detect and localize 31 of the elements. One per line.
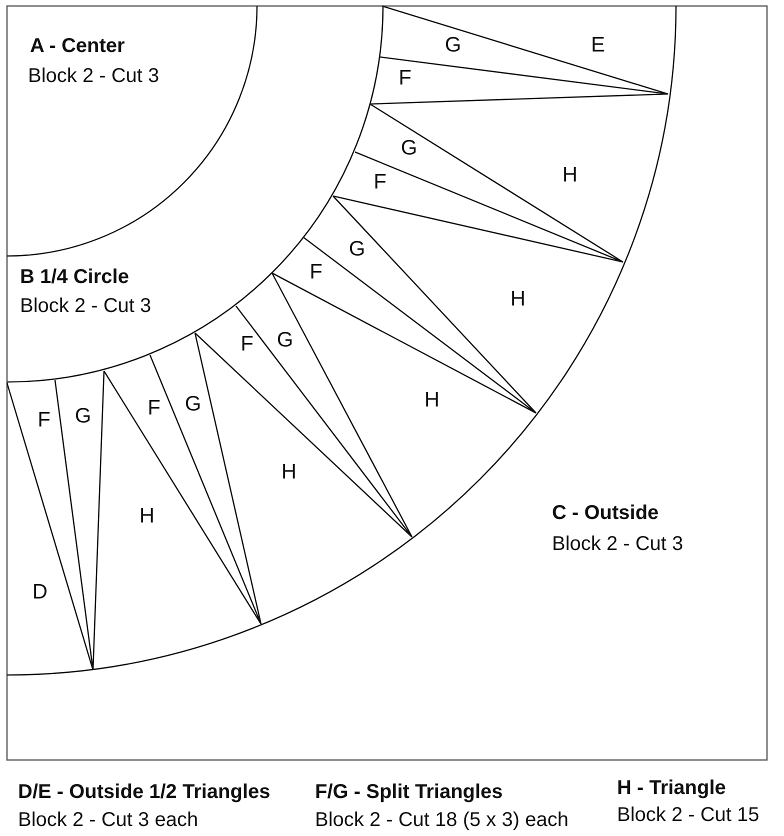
piece-letter: H <box>424 388 440 412</box>
piece-heading: D/E - Outside 1/2 Triangles <box>18 781 270 803</box>
piece-letter: H <box>139 504 155 528</box>
cut-instruction: Block 2 - Cut 3 <box>20 295 152 317</box>
piece-letter: F <box>398 66 412 90</box>
piece-letter: F <box>38 408 50 432</box>
piece-letter: F <box>310 260 322 284</box>
piece-letter: D <box>32 580 48 604</box>
piece-letter: F <box>148 396 160 420</box>
piece-heading: F/G - Split Triangles <box>315 781 503 803</box>
piece-letter: H <box>562 163 578 187</box>
piece-letter: H <box>281 460 297 484</box>
piece-letter: G <box>348 237 366 261</box>
piece-letter: H <box>510 287 526 311</box>
piece-heading: C - Outside <box>552 502 659 524</box>
piece-heading: B 1/4 Circle <box>20 266 129 288</box>
cut-instruction: Block 2 - Cut 3 <box>552 533 684 555</box>
piece-letter: G <box>276 328 294 352</box>
piece-letter: G <box>184 392 202 416</box>
piece-letter: F <box>374 170 386 194</box>
piece-letter: G <box>444 33 462 57</box>
piece-letter: G <box>400 136 418 160</box>
cut-instruction: Block 2 - Cut 3 <box>28 65 160 87</box>
piece-letter: E <box>591 33 605 57</box>
piece-letter: G <box>74 404 92 428</box>
cut-instruction: Block 2 - Cut 15 <box>617 804 760 826</box>
piece-letter: F <box>240 332 254 356</box>
cut-instruction: Block 2 - Cut 18 (5 x 3) each <box>315 809 568 831</box>
piece-heading: A - Center <box>30 35 125 57</box>
cut-instruction: Block 2 - Cut 3 each <box>18 809 198 831</box>
piece-heading: H - Triangle <box>617 777 726 799</box>
